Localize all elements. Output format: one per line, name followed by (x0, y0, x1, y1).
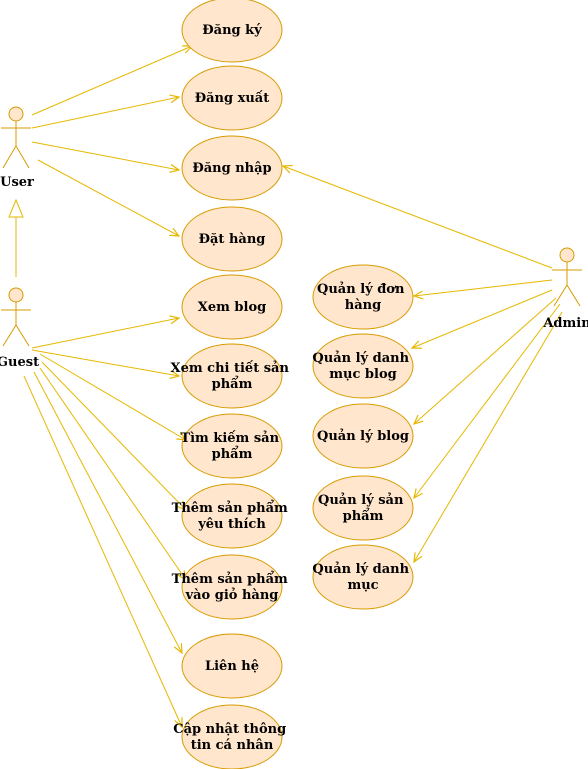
usecase-dang-nhap[interactable]: Đăng nhập (181, 135, 283, 201)
assoc-user-dat-hang (37, 159, 179, 236)
usecase-lien-he[interactable]: Liên hệ (181, 633, 283, 699)
assoc-guest-cap-nhat (23, 375, 182, 727)
usecase-dang-ky[interactable]: Đăng ký (181, 0, 283, 63)
usecase-them-san-pham-vao-gio-hang[interactable]: Thêm sản phẩm vào giỏ hàng (172, 554, 293, 620)
usecase-quan-ly-don-hang[interactable]: Quản lý đơn hàng (312, 264, 414, 330)
svg-text:Đăng nhập: Đăng nhập (192, 161, 271, 176)
svg-text:Đăng xuất: Đăng xuất (195, 90, 269, 106)
svg-text:Thêm sản phẩm vào giỏ: Thêm sản phẩm vào giỏ hàng (172, 571, 293, 603)
assoc-guest-xem-blog (31, 318, 179, 349)
svg-text:Cập nhật thông tin cá: Cập nhật thông tin cá nhân (173, 722, 290, 753)
assoc-admin-ql-danh-muc-blog (412, 289, 553, 348)
assoc-guest-yeu-thich (41, 361, 186, 510)
usecases: Đăng ký Đăng xuất Đăng nhập Đặt hàng Xem… (171, 0, 414, 769)
svg-text:Xem blog: Xem blog (198, 300, 266, 315)
svg-text:Quản lý sản phẩm: Quản lý sản phẩm (318, 492, 408, 524)
svg-text:Quản lý danh mục blog: Quản lý danh mục blog (312, 350, 413, 382)
usecase-quan-ly-danh-muc[interactable]: Quản lý danh mục (312, 544, 414, 610)
actor-admin[interactable] (552, 247, 582, 307)
assoc-guest-tim-kiem (39, 353, 186, 440)
actor-user-head (8, 106, 24, 122)
svg-text:Liên hệ: Liên hệ (205, 659, 259, 674)
svg-text:Đăng ký: Đăng ký (202, 23, 262, 38)
svg-text:Quản lý đơn hàng: Quản lý đơn hàng (317, 281, 409, 313)
svg-text:Tìm kiếm sản phẩm: Tìm kiếm sản phẩm (180, 430, 283, 462)
usecase-quan-ly-san-pham[interactable]: Quản lý sản phẩm (312, 475, 414, 541)
assoc-admin-ql-don-hang (414, 279, 553, 296)
svg-text:Quản lý blog: Quản lý blog (317, 428, 409, 444)
assoc-admin-ql-san-pham (414, 303, 561, 498)
assoc-user-dang-nhap (31, 141, 179, 170)
assoc-guest-gio-hang (39, 367, 186, 580)
actor-guest[interactable] (1, 287, 31, 347)
usecase-xem-chi-tiet-san-pham[interactable]: Xem chi tiết sản phẩm (171, 343, 294, 409)
usecase-them-san-pham-yeu-thich[interactable]: Thêm sản phẩm yêu thích (172, 483, 293, 549)
assoc-guest-xem-chi-tiet (31, 349, 179, 376)
usecase-quan-ly-danh-muc-blog[interactable]: Quản lý danh mục blog (312, 333, 414, 399)
svg-text:Đặt hàng: Đặt hàng (199, 232, 266, 247)
svg-text:Quản lý danh mục: Quản lý danh mục (312, 561, 413, 593)
assoc-user-dang-xuat (31, 97, 179, 129)
associations (23, 46, 563, 727)
actor-guest-label: Guest (0, 355, 39, 370)
generalization-guest-user (8, 198, 24, 277)
usecase-cap-nhat-thong-tin-ca-nhan[interactable]: Cập nhật thông tin cá nhân (173, 704, 290, 769)
actor-admin-label: Admin (542, 316, 588, 331)
usecase-dat-hang[interactable]: Đặt hàng (181, 206, 283, 272)
actor-user-label: User (0, 175, 34, 190)
assoc-admin-ql-blog (414, 297, 557, 424)
actor-user[interactable] (1, 106, 31, 169)
actor-admin-head (559, 247, 575, 263)
usecase-quan-ly-blog[interactable]: Quản lý blog (312, 403, 414, 469)
actor-guest-head (8, 287, 24, 303)
assoc-admin-dang-nhap (283, 166, 553, 269)
assoc-user-dang-ky (31, 46, 192, 116)
assoc-guest-lien-he (33, 371, 182, 653)
assoc-admin-ql-danh-muc (414, 311, 563, 562)
usecase-xem-blog[interactable]: Xem blog (181, 274, 283, 340)
svg-text:Thêm sản phẩm yêu thíc: Thêm sản phẩm yêu thích (172, 500, 293, 532)
svg-text:Xem chi tiết sản phẩm: Xem chi tiết sản phẩm (171, 360, 294, 392)
usecase-tim-kiem-san-pham[interactable]: Tìm kiếm sản phẩm (180, 413, 283, 479)
usecase-dang-xuat[interactable]: Đăng xuất (181, 65, 283, 131)
